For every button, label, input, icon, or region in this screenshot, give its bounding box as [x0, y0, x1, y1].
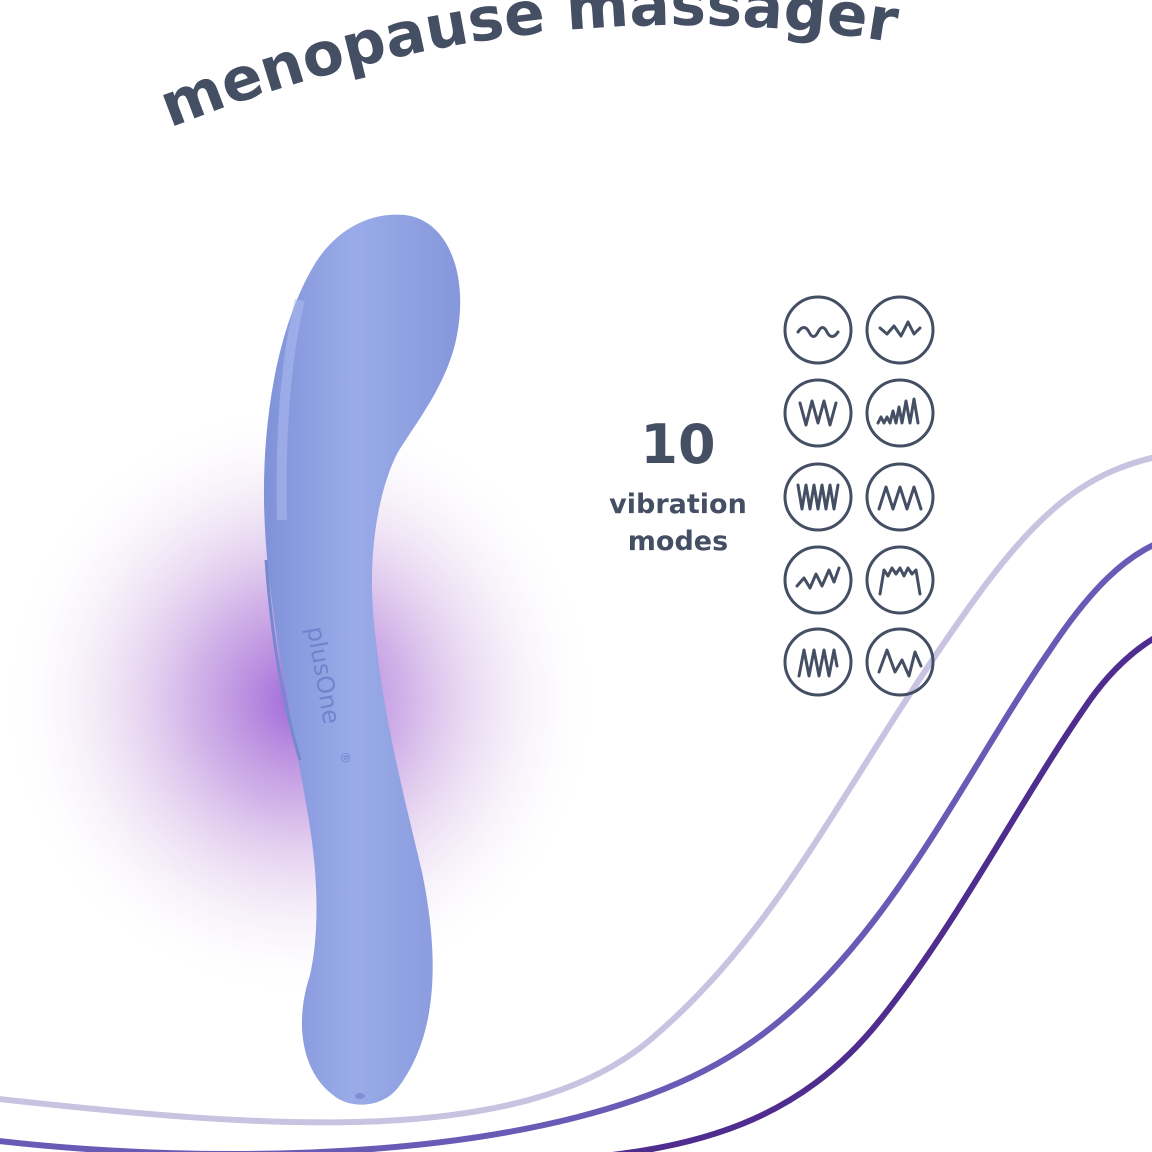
mode-icons-grid [783, 295, 935, 697]
brand-registered-mark: ® [336, 750, 353, 765]
wave-peaks-icon [783, 378, 853, 448]
headline: menopause massager [151, 0, 904, 142]
line-dark [611, 635, 1152, 1152]
mode-label-line1: vibration [609, 489, 747, 520]
device-seam [264, 559, 302, 761]
headline-path: menopause massager [151, 0, 904, 142]
decorative-lines [0, 454, 1152, 1152]
wave-pulse-icon [865, 545, 935, 615]
line-light [0, 454, 1152, 1126]
wave-zigzag-icon [865, 295, 935, 365]
mode-count: 10 [640, 413, 716, 476]
wave-escalate-icon [783, 545, 853, 615]
massager-device: plusOne ® [263, 214, 461, 1105]
line-mid [0, 542, 1152, 1152]
charge-port [355, 1093, 365, 1099]
wave-triangle-icon [865, 462, 935, 532]
device-highlight [276, 298, 305, 521]
mode-label-line2: modes [627, 526, 729, 557]
wave-gentle-icon [783, 295, 853, 365]
wave-build-icon [865, 378, 935, 448]
mode-label: vibration modes [590, 486, 766, 560]
wave-sharp-icon [865, 627, 935, 697]
wave-dense-icon [783, 462, 853, 532]
device-body [263, 214, 461, 1105]
wave-spike-icon [783, 627, 853, 697]
